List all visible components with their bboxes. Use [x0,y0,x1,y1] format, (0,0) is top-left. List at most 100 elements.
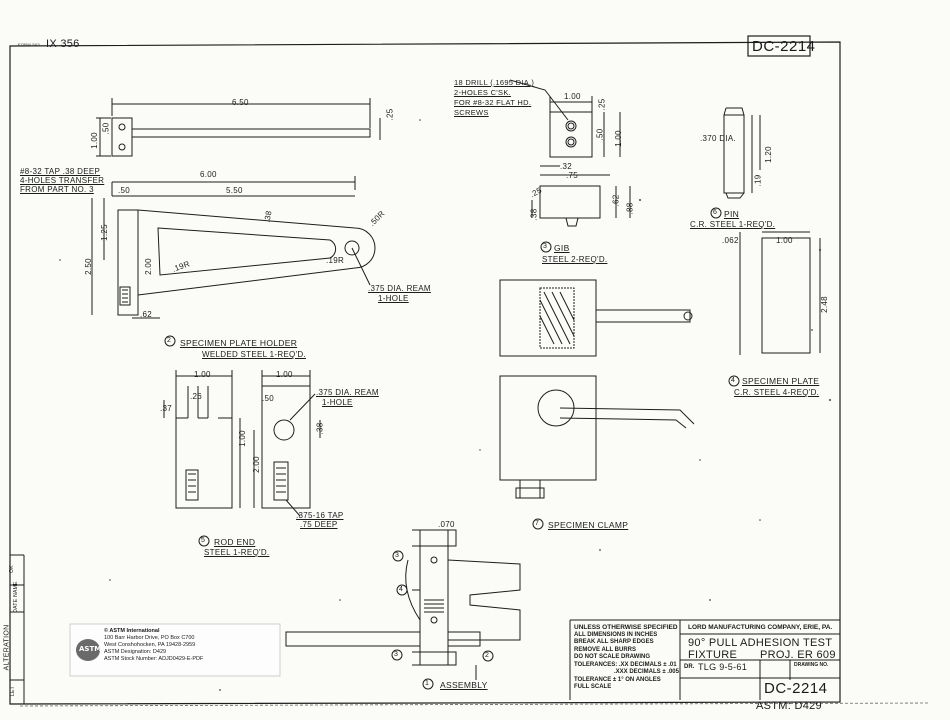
title-line-1: 90° PULL ADHESION TEST [688,637,833,649]
balloon-4-label: 4 [731,377,736,384]
part5-subtitle: STEEL 1-REQ'D. [204,548,270,557]
balloon-1-label: 1 [425,680,430,687]
stamp-line-5: ASTM Stock Number: ADJD0429-E-PDF [104,656,204,662]
rod-37: .37 [160,404,173,413]
part2-subtitle: WELDED STEEL 1-REQ'D. [202,350,306,359]
dim-1-25: 1.25 [99,224,109,241]
note-ream: .375 DIA. REAM [368,284,431,293]
part5-rod-end-views [163,370,321,517]
tol-line-0: UNLESS OTHERWISE SPECIFIED [574,624,678,631]
dim-gib-32: .32 [560,162,573,171]
dim-1-00: 1.00 [89,132,99,149]
note-screws: SCREWS [454,108,489,117]
side-let: LET [10,685,17,697]
part4-subtitle: C.R. STEEL 4-REQ'D. [734,388,820,397]
stamp-line-1: © ASTM International [104,628,160,634]
note-18-drill: 18 DRILL (.1695 DIA.) [454,78,535,87]
astm-logo: ASTM [79,645,102,653]
rod-2-00: 2.00 [251,456,261,473]
form-number: IX 356 [46,38,80,50]
title-block-lines [569,619,840,700]
rod-38: .38 [315,422,325,435]
dim-gib-1-00: 1.00 [564,92,581,101]
dim-gib-38: .38 [529,208,539,221]
rod-1-00v: 1.00 [237,430,247,447]
rod-deep-note: .75 DEEP [300,520,338,529]
side-date-name: DATE NAME [12,581,19,613]
tol-line-5: TOLERANCES: .XX DECIMALS ± .01 [574,661,677,668]
plate-1-00: 1.00 [776,236,793,245]
part5-title: ROD END [214,537,256,547]
dim-gib-88: .88 [625,202,635,215]
drawing-number-top: DC-2214 [752,38,816,55]
dim-50b: .50 [118,186,131,195]
form-label: FORM 503 [18,42,40,47]
part7-clamp-views [499,279,695,499]
drawing-number: DC-2214 [764,680,828,697]
note-1-hole: 1-HOLE [378,294,409,303]
rod-1-00a: 1.00 [194,370,211,379]
assembly-dim-070: .070 [438,520,455,529]
stamp-line-3: West Conshohocken, PA 19428-2959 [104,642,196,648]
tol-line-4: DO NOT SCALE DRAWING [574,654,650,660]
note-2-holes: 2-HOLES C'SK. [454,88,512,97]
stamp-line-4: ASTM Designation: D429 [104,649,167,655]
part7-title: SPECIMEN CLAMP [548,520,629,530]
tol-line-7: TOLERANCE ± 1° ON ANGLES [574,676,661,683]
tol-line-1: ALL DIMENSIONS IN INCHES [574,631,658,638]
astm-stamp-box [69,623,281,677]
dim-gib-62: .62 [611,194,621,207]
balloon-5-label: 5 [201,537,206,544]
dim-gib-25: .25 [597,98,607,111]
balloon-6-label: 6 [713,209,718,216]
astm-bottom-note: ASTM: D429 [756,700,822,712]
assembly-title: ASSEMBLY [440,680,488,690]
tol-line-6: .XXX DECIMALS ± .005 [614,669,679,675]
part6-pin-views [723,107,821,355]
balloon-3-label: 3 [543,243,548,250]
pin-19: .19 [753,174,763,187]
company-name: LORD MANUFACTURING COMPANY, ERIE, PA. [688,624,833,631]
note-8-32-tap: #8-32 TAP .38 DEEP [20,167,101,176]
plate-062: .062 [722,236,739,245]
assembly-balloon-3b: 3 [394,651,399,658]
dim-2-00: 2.00 [143,258,153,275]
dim-2-50: 2.50 [83,258,93,275]
rod-hole-note: 1-HOLE [322,398,353,407]
note-4-holes: 4-HOLES TRANSFER [20,176,105,185]
part3-gib-views [509,79,631,227]
part2-top-view [96,98,381,157]
dim-19r-2: .19R [326,256,345,265]
tol-line-3: REMOVE ALL BURRS [574,646,637,653]
part4-title: SPECIMEN PLATE [742,376,820,386]
dim-6-50: 6.50 [232,98,249,107]
rod-26: .26 [190,392,203,401]
plate-2-48: 2.48 [819,296,829,313]
title-line-2: FIXTURE [688,649,738,661]
part2-title: SPECIMEN PLATE HOLDER [180,338,298,348]
rod-50: .50 [262,394,275,403]
side-alteration: ALTERATION [3,624,11,671]
part3-subtitle: STEEL 2-REQ'D. [542,255,608,264]
dim-50: .50 [101,122,111,135]
balloon-2-label: 2 [167,337,172,344]
pin-1-20: 1.20 [763,146,773,163]
part6-subtitle: C.R. STEEL 1-REQ'D. [690,220,776,229]
assembly-balloon-2: 2 [485,652,490,659]
stamp-line-2: 100 Barr Harbor Drive, PO Box C700 [104,635,195,641]
drawn-label: DR. [684,664,695,670]
tolerance-notes: UNLESS OTHERWISE SPECIFIED ALL DIMENSION… [574,624,679,692]
pin-diameter: .370 DIA. [700,134,737,143]
assembly-balloon-4: 4 [399,586,404,593]
tol-line-8: FULL SCALE [574,684,612,690]
dim-gib-1-00v: 1.00 [613,130,623,147]
note-from-part: FROM PART NO. 3 [20,185,94,194]
balloon-7-label: 7 [535,520,540,527]
rod-tap-note: .375-16 TAP [296,511,344,520]
dim-62: .62 [140,310,153,319]
dim-5-50: 5.50 [226,186,243,195]
drawing-no-label: DRAWING NO. [794,662,829,668]
dim-6-00: 6.00 [200,170,217,179]
project-number: PROJ. ER 609 [760,649,836,661]
